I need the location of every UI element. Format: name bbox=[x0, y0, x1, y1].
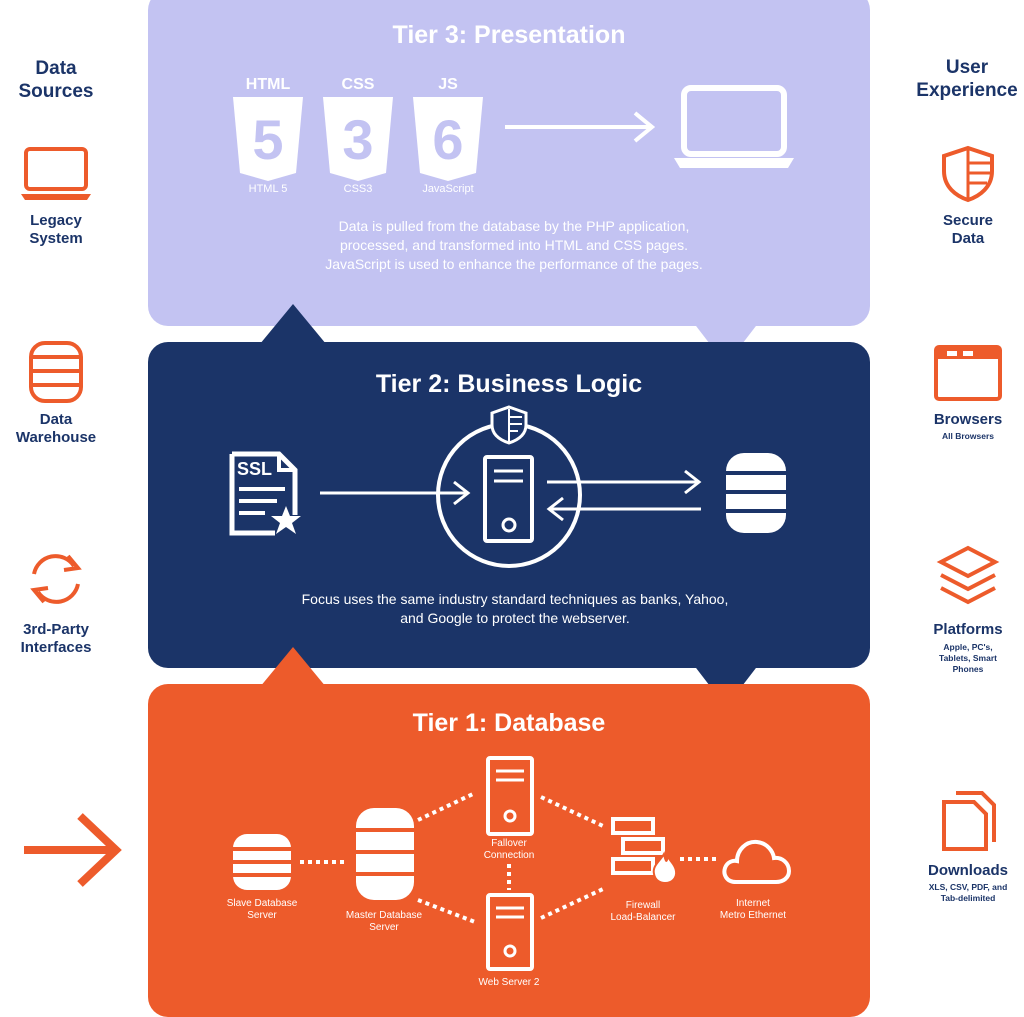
data-sources-heading: Data Sources bbox=[18, 58, 94, 102]
connector-up-triangle bbox=[255, 304, 331, 350]
arrow-left-icon bbox=[546, 496, 701, 522]
arrow-right-icon bbox=[505, 111, 656, 143]
laptop-icon bbox=[21, 147, 91, 200]
sync-arrows-icon bbox=[30, 554, 82, 604]
internet-label: Internet Metro Ethernet bbox=[719, 898, 787, 921]
legacy-system-label: Legacy System bbox=[29, 212, 83, 247]
browser-window-icon bbox=[934, 345, 1002, 401]
html5-badge-icon: HTML 5 bbox=[233, 76, 303, 181]
cloud-icon bbox=[722, 839, 792, 884]
tier3-description: Data is pulled from the database by the … bbox=[325, 218, 703, 272]
js-badge-digit: 6 bbox=[432, 108, 463, 171]
secure-data-label: Secure Data bbox=[942, 212, 994, 247]
tier1-panel: Tier 1: Database bbox=[148, 684, 870, 1017]
platforms-label: Platforms bbox=[933, 621, 1003, 638]
ssl-certificate-icon: SSL bbox=[229, 451, 301, 536]
connector-up-triangle bbox=[255, 647, 331, 693]
firewall-icon bbox=[611, 817, 678, 885]
css3-badge-icon: CSS 3 bbox=[323, 76, 393, 181]
browsers-sublabel: All Browsers bbox=[942, 431, 994, 441]
arrow-right-icon bbox=[24, 813, 122, 887]
downloads-label: Downloads bbox=[927, 862, 1008, 879]
web-server-2-label: Web Server 2 bbox=[478, 977, 540, 988]
tier2-title: Tier 2: Business Logic bbox=[375, 370, 643, 398]
css3-label: CSS3 bbox=[343, 183, 373, 195]
laptop-icon bbox=[674, 85, 794, 168]
documents-icon bbox=[942, 791, 996, 851]
arrow-right-icon bbox=[547, 469, 702, 495]
failover-connection-label: Fallover Connection bbox=[483, 838, 535, 861]
css3-badge-top: CSS bbox=[342, 76, 375, 93]
ssl-text: SSL bbox=[237, 459, 272, 479]
web-server-2-icon bbox=[486, 893, 534, 971]
tier2-description: Focus uses the same industry standard te… bbox=[301, 591, 729, 626]
html5-badge-digit: 5 bbox=[252, 108, 283, 171]
layers-icon bbox=[936, 545, 1000, 605]
third-party-interfaces-label: 3rd-Party Interfaces bbox=[20, 621, 92, 656]
firewall-label: Firewall Load-Balancer bbox=[610, 900, 676, 923]
slave-database-label: Slave Database Server bbox=[226, 898, 298, 921]
database-icon bbox=[29, 341, 83, 403]
slave-database-icon bbox=[233, 834, 291, 890]
html5-label: HTML 5 bbox=[248, 183, 288, 195]
user-experience-heading: User Experience bbox=[916, 57, 1018, 101]
javascript-label: JavaScript bbox=[422, 183, 474, 195]
failover-server-icon bbox=[486, 756, 534, 836]
arrow-right-icon bbox=[320, 480, 471, 506]
tier3-title: Tier 3: Presentation bbox=[392, 21, 626, 49]
protected-server-icon bbox=[436, 405, 582, 568]
downloads-sublabel: XLS, CSV, PDF, and Tab-delimited bbox=[928, 882, 1008, 903]
css3-badge-digit: 3 bbox=[342, 108, 373, 171]
js-badge-icon: JS 6 bbox=[413, 76, 483, 181]
master-database-label: Master Database Server bbox=[345, 910, 423, 933]
html5-badge-top: HTML bbox=[246, 76, 291, 93]
shield-icon bbox=[942, 145, 994, 203]
browsers-label: Browsers bbox=[933, 411, 1003, 428]
tier1-title: Tier 1: Database bbox=[412, 709, 606, 737]
platforms-sublabel: Apple, PC's, Tablets, Smart Phones bbox=[939, 642, 997, 674]
js-badge-top: JS bbox=[438, 76, 458, 93]
database-icon bbox=[726, 453, 786, 533]
master-database-icon bbox=[356, 808, 414, 900]
data-warehouse-label: Data Warehouse bbox=[15, 411, 97, 446]
